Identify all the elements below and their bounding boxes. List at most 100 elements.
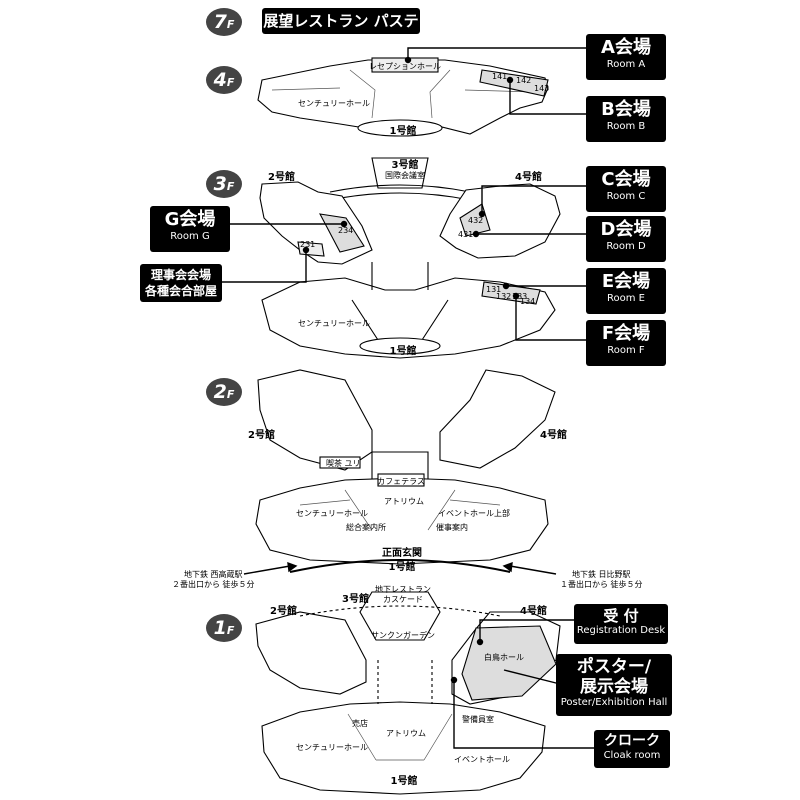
- room-g-label[interactable]: G会場 Room G: [150, 206, 230, 252]
- floor7-restaurant-title: 展望レストラン パステル: [262, 8, 420, 56]
- room-a-label[interactable]: A会場 Room A: [586, 34, 666, 80]
- room-131-134: [481, 281, 541, 305]
- floor3-bridge: [329, 184, 471, 201]
- floor3-1-gou-ellipse: [359, 337, 441, 355]
- bldg3-3f: 3号館: [391, 160, 419, 171]
- council-line2: 各種会合部屋: [144, 284, 217, 298]
- council-room-label[interactable]: 理事会会場 各種会合部屋: [140, 264, 222, 302]
- floor4-building-outline: [257, 59, 549, 135]
- room-133: 133: [512, 292, 528, 301]
- floor1-bldg2: [255, 611, 367, 695]
- event-info: 催事案内: [436, 523, 468, 532]
- hakucho-hall-text: 白鳥ホール: [484, 653, 524, 662]
- floor4-1-gou-ellipse: [357, 119, 443, 137]
- shop: 売店: [352, 719, 368, 728]
- sunken-garden: サンクンガーデン: [371, 631, 435, 640]
- floor3-core: [351, 262, 449, 341]
- century-hall-2f: センチュリーホール: [296, 509, 368, 518]
- floor2-entrance-arc: [289, 559, 511, 573]
- room-b-label[interactable]: B会場 Room B: [586, 96, 666, 142]
- hakucho-hall: [461, 625, 557, 701]
- room-c-sub: Room C: [606, 191, 646, 202]
- callout-lines: [220, 47, 594, 749]
- room-g-sub: Room G: [170, 231, 210, 242]
- station-left-line1: 地下鉄 西高蔵駅: [184, 570, 243, 579]
- room-f-label[interactable]: F会場 Room F: [586, 320, 666, 366]
- floor2-bldg2: [257, 369, 373, 471]
- room-131: 131: [486, 285, 502, 294]
- bldg1-2f: 1号館: [388, 562, 416, 573]
- cafe-yuri-box: [319, 456, 361, 469]
- event-hall-upper: イベントホール上部: [438, 509, 510, 518]
- station-right-line1: 地下鉄 日比野駅: [572, 570, 631, 579]
- cafe-terrace: カフェテラス: [377, 477, 425, 486]
- station-left-line2: ２番出口から 徒歩５分: [172, 580, 255, 589]
- floor-7-badge: 7F: [206, 8, 242, 36]
- cloak-room-label[interactable]: クローク Cloak room: [594, 730, 670, 768]
- intl-conf-room: 国際会議室: [385, 171, 425, 180]
- room-b-main: B会場: [601, 99, 651, 120]
- security-room: 警備員室: [462, 715, 494, 724]
- room-f-main: F会場: [601, 323, 651, 344]
- room-132: 132: [496, 292, 512, 301]
- floor-1-badge: 1F: [206, 614, 242, 642]
- cafe-yuri: 喫茶 ユリ: [326, 459, 361, 468]
- room-141-143: [479, 69, 549, 97]
- room-c-main: C会場: [601, 169, 651, 190]
- reception-label[interactable]: 受 付 Registration Desk: [574, 604, 668, 644]
- reception-main: 受 付: [603, 607, 639, 625]
- reception-hall-box: [371, 57, 439, 73]
- bldg1-4f: 1号館: [389, 126, 417, 137]
- station-right: 地下鉄 日比野駅 １番出口から 徒歩５分: [560, 570, 643, 590]
- room-c-label[interactable]: C会場 Room C: [586, 166, 666, 212]
- atrium-2f: アトリウム: [384, 497, 424, 506]
- bldg1-3f: 1号館: [389, 346, 417, 357]
- floor1-bldg1-inner: [347, 713, 453, 761]
- bldg3-1f: 3号館: [342, 594, 369, 605]
- room-e-label[interactable]: E会場 Room E: [586, 268, 666, 314]
- station-right-line2: １番出口から 徒歩５分: [560, 580, 643, 589]
- floor2-bldg1-inner: [299, 489, 501, 531]
- room-e-sub: Room E: [607, 293, 645, 304]
- room-d-main: D会場: [600, 219, 652, 240]
- cascade: カスケード: [383, 595, 423, 604]
- bldg4-1f: 4号館: [520, 606, 547, 617]
- poster-exhibition-label[interactable]: ポスター/ 展示会場 Poster/Exhibition Hall: [556, 654, 672, 716]
- cloak-sub: Cloak room: [603, 750, 661, 761]
- century-hall-4f: センチュリーホール: [298, 99, 370, 108]
- cloak-main: クローク: [604, 733, 660, 749]
- floor2-bldg4: [439, 369, 556, 469]
- poster-line1: ポスター/: [576, 657, 652, 677]
- floor-4-badge: 4F: [206, 66, 242, 94]
- bldg2-2f: 2号館: [248, 430, 275, 441]
- room-g-main: G会場: [164, 209, 216, 230]
- info-desk: 総合案内所: [346, 523, 386, 532]
- room-b-sub: Room B: [606, 121, 646, 132]
- atrium-1f: アトリウム: [386, 729, 426, 738]
- room-f-sub: Room F: [607, 345, 645, 356]
- council-line1: 理事会会場: [150, 268, 211, 282]
- room-143: 143: [534, 84, 550, 93]
- station-left: 地下鉄 西高蔵駅 ２番出口から 徒歩５分: [172, 570, 255, 590]
- bldg2-1f: 2号館: [270, 606, 297, 617]
- room-142: 142: [516, 76, 532, 85]
- cafe-terrace-box: [377, 473, 425, 487]
- main-entrance: 正面玄関: [382, 548, 422, 559]
- room-a-main: A会場: [601, 37, 651, 58]
- room-431: 431: [458, 230, 474, 239]
- century-hall-3f: センチュリーホール: [298, 319, 370, 328]
- bldg1-1f: 1号館: [390, 776, 418, 787]
- century-hall-1f: センチュリーホール: [296, 743, 368, 752]
- room-234: 234: [338, 226, 354, 235]
- room-d-label[interactable]: D会場 Room D: [586, 216, 666, 262]
- floor3-bldg3: [371, 157, 429, 189]
- poster-sub: Poster/Exhibition Hall: [560, 697, 668, 708]
- room-d-sub: Room D: [606, 241, 646, 252]
- room-231: 231: [300, 240, 316, 249]
- floor2-bldg1: [255, 477, 549, 565]
- reception-sub: Registration Desk: [576, 625, 666, 636]
- floor1-bldg1: [261, 701, 546, 795]
- floor3-bldg4: [439, 183, 561, 259]
- poster-line2: 展示会場: [580, 677, 648, 697]
